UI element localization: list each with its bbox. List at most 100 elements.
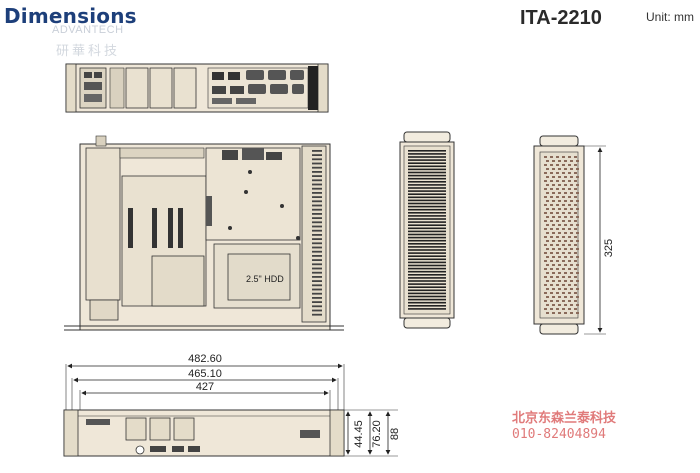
vent-slot xyxy=(408,153,446,155)
vent-slot xyxy=(556,260,559,262)
vent-slot xyxy=(568,284,571,286)
vent-slot xyxy=(550,172,553,174)
vent-slot xyxy=(552,200,555,202)
vent-slot xyxy=(312,255,322,257)
vent-slot xyxy=(568,300,571,302)
vent-slot xyxy=(408,277,446,279)
vent-slot xyxy=(408,227,446,230)
vent-slot xyxy=(550,196,553,198)
vent-slot xyxy=(574,188,577,190)
vent-slot xyxy=(562,268,565,270)
vent-slot xyxy=(408,184,446,186)
vent-slot xyxy=(552,296,555,298)
vent-slot xyxy=(564,264,567,266)
vent-slot xyxy=(558,272,561,274)
vent-slot xyxy=(564,280,567,282)
hdd-label: 2.5" HDD xyxy=(246,274,284,284)
vent-slot xyxy=(570,288,573,290)
vent-slot xyxy=(312,179,322,182)
vent-slot xyxy=(546,216,549,218)
height-small-label: 44.45 xyxy=(353,420,365,448)
vent-slot xyxy=(552,240,555,242)
vent-slot xyxy=(408,224,446,226)
vent-slot xyxy=(550,244,553,246)
vent-slot xyxy=(312,213,322,215)
vent-slot xyxy=(544,268,547,270)
vent-slot xyxy=(562,204,565,206)
vent-slot xyxy=(546,264,549,266)
vent-slot xyxy=(576,184,579,186)
vent-slot xyxy=(408,196,446,199)
vent-slot xyxy=(570,296,573,298)
vent-slot xyxy=(546,192,549,194)
vent-slot xyxy=(562,276,565,278)
vent-slot xyxy=(312,208,322,211)
vent-slot xyxy=(544,308,547,310)
width-dimensions: 482.60 465.10 427 xyxy=(65,353,345,412)
vent-slot xyxy=(562,308,565,310)
vent-slot xyxy=(568,276,571,278)
vent-slot xyxy=(570,264,573,266)
vent-slot xyxy=(564,312,567,314)
vent-slot xyxy=(564,216,567,218)
vent-slot xyxy=(570,192,573,194)
vent-slot xyxy=(408,261,446,264)
vent-slot xyxy=(574,276,577,278)
vent-slot xyxy=(568,228,571,230)
vent-slot xyxy=(408,292,446,295)
vent-slot xyxy=(570,160,573,162)
vent-slot xyxy=(544,252,547,254)
vent-slot xyxy=(574,308,577,310)
vent-slot xyxy=(574,252,577,254)
vent-slot xyxy=(558,288,561,290)
vent-slot xyxy=(570,248,573,250)
vent-slot xyxy=(408,246,446,248)
vent-slot xyxy=(546,184,549,186)
vent-slot xyxy=(558,304,561,306)
depth-dimension: 325 xyxy=(603,239,615,257)
vent-slot xyxy=(562,252,565,254)
vent-slot xyxy=(312,313,322,316)
front-vent-grille xyxy=(408,150,446,310)
vent-slot xyxy=(544,260,547,262)
vent-slot xyxy=(570,184,573,186)
vent-slot xyxy=(408,283,446,285)
vent-slot xyxy=(408,187,446,189)
vent-slot xyxy=(408,249,446,251)
vent-slots xyxy=(312,150,322,316)
vent-slot xyxy=(564,192,567,194)
vent-slot xyxy=(408,289,446,292)
vent-slot xyxy=(312,217,322,219)
vent-slot xyxy=(552,208,555,210)
rear-panel-view xyxy=(65,63,329,113)
vent-slot xyxy=(550,180,553,182)
vent-slot xyxy=(556,180,559,182)
vent-slot xyxy=(562,172,565,174)
vent-slot xyxy=(576,264,579,266)
width-ears-label: 465.10 xyxy=(188,368,222,380)
vent-slot xyxy=(562,164,565,166)
vent-slot xyxy=(312,309,322,312)
vent-slot xyxy=(570,304,573,306)
vent-slot xyxy=(408,286,446,288)
watermark-brand: ADVANTECH xyxy=(52,24,124,36)
vent-slot xyxy=(576,288,579,290)
vent-slot xyxy=(544,204,547,206)
vent-slot xyxy=(558,216,561,218)
vent-slot xyxy=(564,232,567,234)
vent-slot xyxy=(574,268,577,270)
vent-slot xyxy=(312,259,322,261)
vent-slot xyxy=(544,236,547,238)
vent-slot xyxy=(544,180,547,182)
vent-slot xyxy=(564,296,567,298)
vent-slot xyxy=(556,172,559,174)
vent-slot xyxy=(408,199,446,202)
vent-slot xyxy=(544,244,547,246)
vent-slot xyxy=(576,160,579,162)
vent-slot xyxy=(312,267,322,270)
vent-slot xyxy=(562,220,565,222)
vent-slot xyxy=(312,297,322,299)
vent-slot xyxy=(570,168,573,170)
watermark-dealer: 北京东森兰泰科技 xyxy=(512,411,617,426)
vent-slot xyxy=(574,236,577,238)
